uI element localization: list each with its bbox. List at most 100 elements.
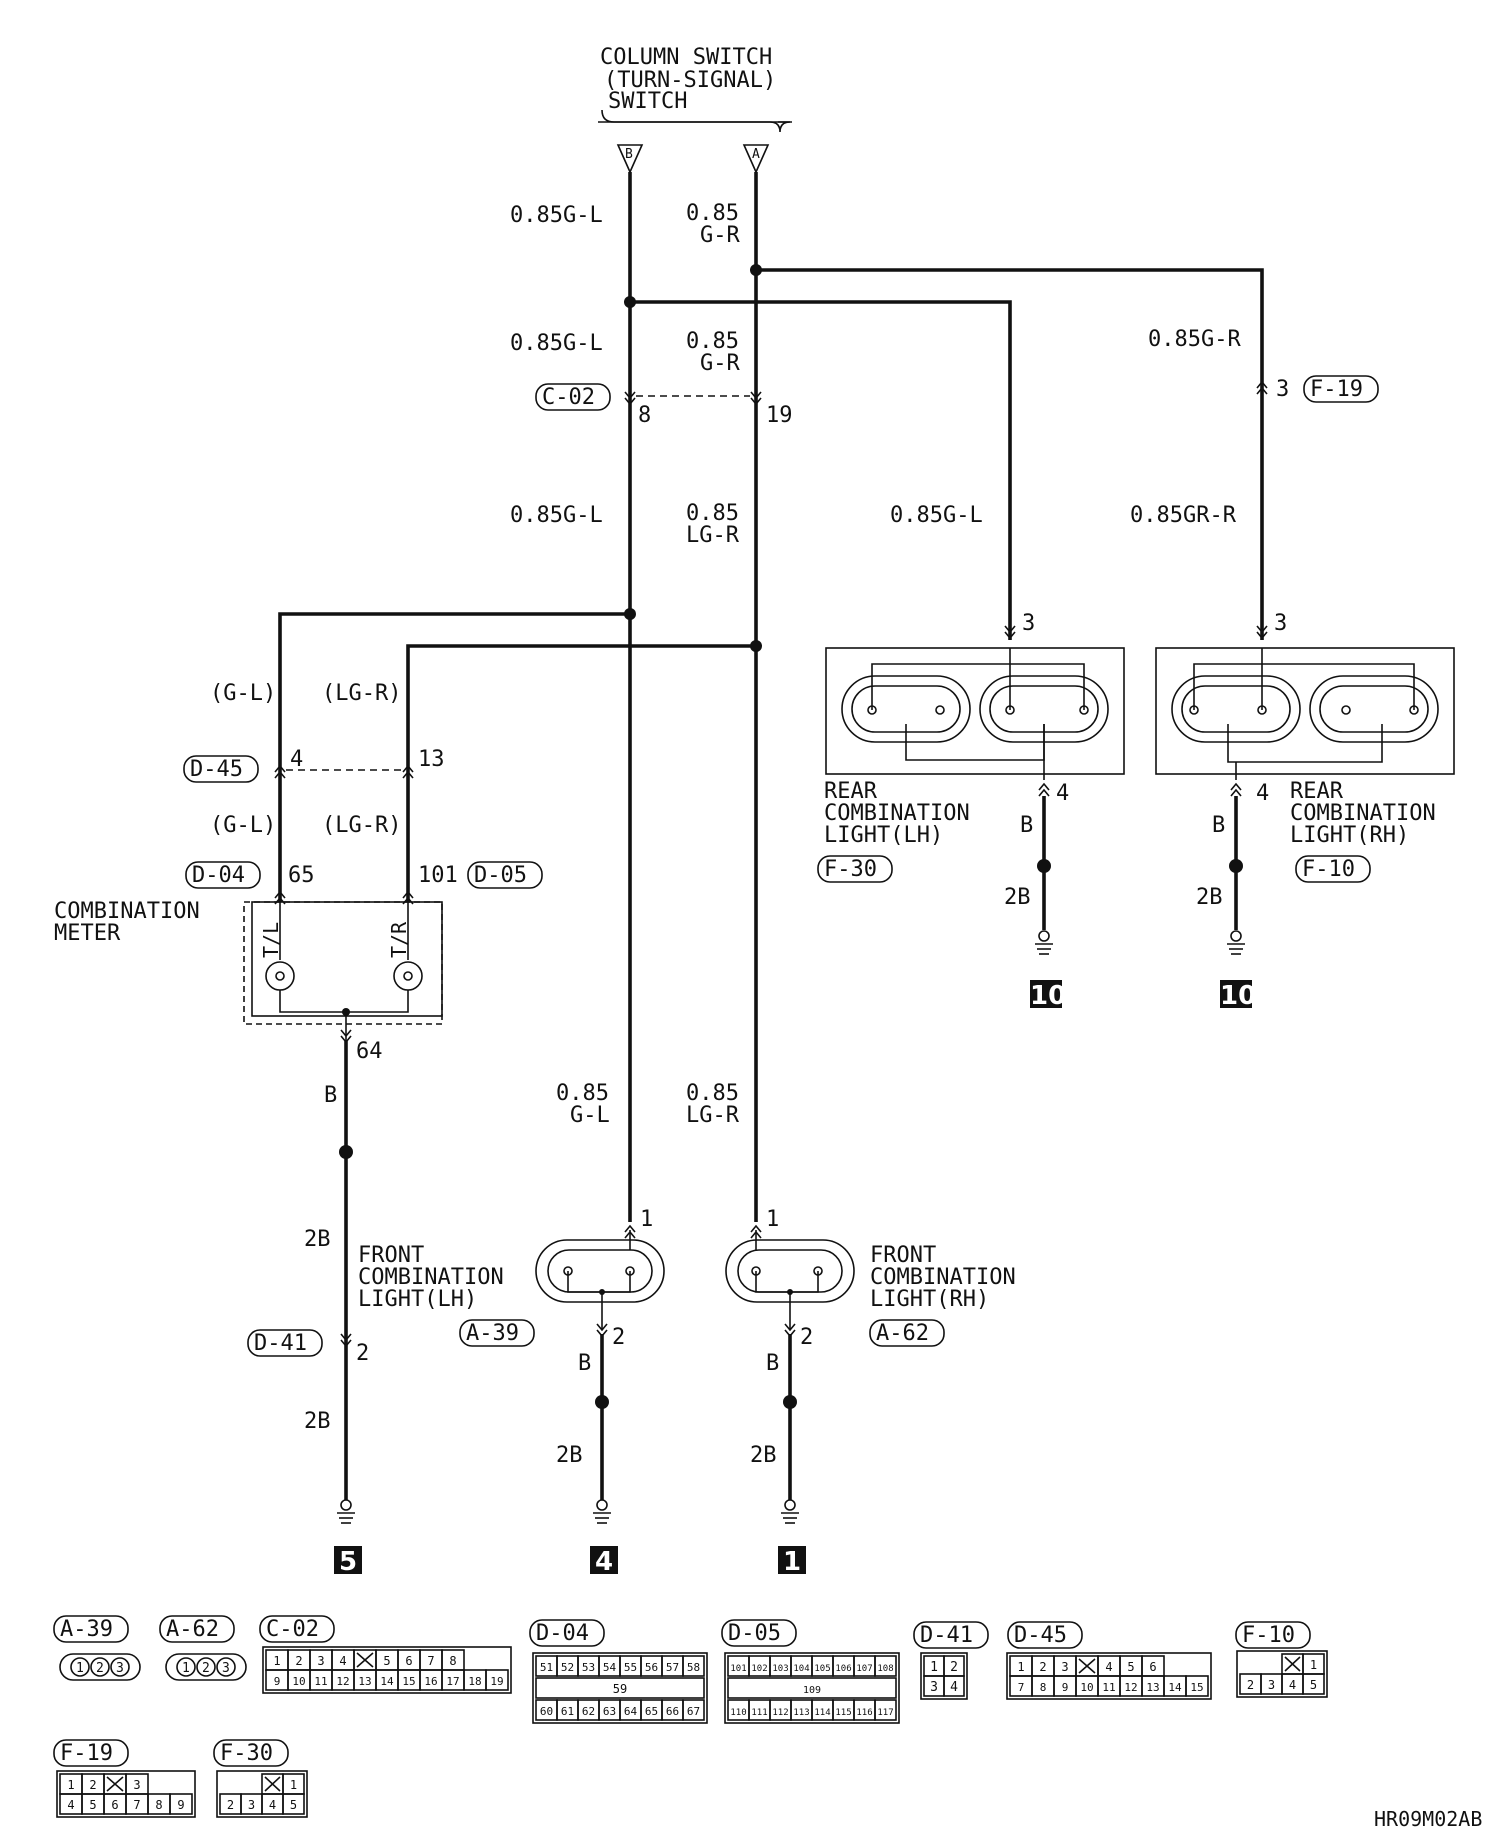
pin-cell [282, 1793, 305, 1815]
svg-text:0.85: 0.85 [686, 1081, 739, 1106]
pin-number: 56 [645, 1661, 658, 1674]
wire-labels: 0.85G-L 0.85 G-R 0.85G-L 0.85 G-R 0.85G-… [210, 201, 1241, 1128]
pin-number: 52 [561, 1661, 574, 1674]
svg-text:G-L: G-L [570, 1103, 610, 1128]
key-mark [1078, 1658, 1096, 1674]
pin-number: 1 [1310, 1658, 1317, 1672]
switch-pin-b [616, 144, 644, 174]
pin-cell [943, 1675, 965, 1697]
connector-outline [1006, 1652, 1212, 1700]
svg-text:REAR: REAR [1290, 779, 1344, 804]
svg-text:2B: 2B [750, 1443, 777, 1468]
key-mark [106, 1776, 124, 1792]
pin-number: 101 [730, 1664, 746, 1674]
svg-text:(G-L): (G-L) [210, 681, 276, 706]
pin-number: 19 [490, 1675, 503, 1688]
pin-number: 109 [803, 1685, 821, 1696]
column-switch-title: COLUMN SWITCH [600, 45, 772, 70]
key-mark [1284, 1656, 1301, 1672]
svg-text:3: 3 [1274, 611, 1287, 636]
pin-number: 63 [603, 1705, 616, 1718]
key-mark [356, 1652, 374, 1668]
svg-text:2: 2 [612, 1325, 625, 1350]
svg-text:FRONT: FRONT [358, 1243, 424, 1268]
svg-text:COMBINATION: COMBINATION [54, 899, 200, 924]
svg-text:2B: 2B [304, 1409, 331, 1434]
svg-text:COMBINATION: COMBINATION [358, 1265, 504, 1290]
pin-number: 10 [292, 1675, 305, 1688]
svg-text:B: B [324, 1083, 337, 1108]
pin-number: 5 [290, 1798, 297, 1812]
pin-number: 59 [613, 1682, 627, 1696]
pin-number: 110 [730, 1708, 746, 1718]
svg-text:101: 101 [418, 863, 458, 888]
pin-number: 5 [1310, 1678, 1317, 1692]
ground-5 [334, 1546, 362, 1574]
svg-text:2: 2 [96, 1661, 104, 1676]
pin-number: 2 [227, 1798, 234, 1812]
svg-text:LIGHT(LH): LIGHT(LH) [358, 1287, 477, 1312]
pin-number: 15 [402, 1675, 415, 1688]
svg-text:0.85: 0.85 [556, 1081, 609, 1106]
label-gl-mid: 0.85G-L [510, 331, 603, 356]
svg-text:10: 10 [1030, 981, 1066, 1011]
pin-number: 6 [1149, 1660, 1156, 1674]
pin-number: 54 [603, 1661, 617, 1674]
pin-number: 3 [133, 1778, 140, 1792]
legend-f30: F-30 [220, 1741, 273, 1766]
pin-number: 8 [1040, 1681, 1047, 1694]
label-gr-right: 0.85G-R [1148, 327, 1241, 352]
legend-d41: D-41 [920, 1623, 973, 1648]
legend-f19: F-19 [60, 1741, 113, 1766]
pin-number: 55 [624, 1661, 637, 1674]
svg-text:A: A [752, 147, 760, 162]
pin-number: 4 [269, 1798, 276, 1812]
ground-10-lh [1030, 980, 1062, 1008]
pin-number: 1 [67, 1778, 74, 1792]
rear-light-rh: 3 4 B 2B 10 REAR COMBINATION LIGHT(RH) F… [1155, 611, 1455, 1011]
svg-text:2: 2 [202, 1661, 210, 1676]
pin-number: 13 [358, 1675, 371, 1688]
tl-bulb-icon [265, 961, 295, 991]
pin-number: 1 [930, 1660, 938, 1675]
svg-text:2: 2 [356, 1341, 369, 1366]
pin-number: 117 [877, 1708, 893, 1718]
legend-a62: A-62 [166, 1617, 219, 1642]
pin-number: 104 [793, 1664, 809, 1674]
pin-number: 108 [877, 1664, 893, 1674]
pin-number: 107 [856, 1664, 872, 1674]
label-gr-rear: 0.85GR-R [1130, 503, 1237, 528]
legend-d05: D-05 [728, 1621, 781, 1646]
combination-meter: COMBINATION METER T/L T/R [54, 899, 443, 1040]
pin-number: 12 [1124, 1681, 1137, 1694]
column-switch-sub: (TURN-SIGNAL) [604, 68, 776, 93]
svg-text:FRONT: FRONT [870, 1243, 936, 1268]
connector-a62: A-62 [876, 1321, 929, 1346]
svg-text:1: 1 [783, 1547, 801, 1577]
pin-number: 105 [814, 1664, 830, 1674]
svg-text:10: 10 [1220, 981, 1256, 1011]
pin-number: 102 [751, 1664, 767, 1674]
pin-number: 3 [248, 1798, 255, 1812]
pin-number: 106 [835, 1664, 851, 1674]
pin-number: 1 [273, 1654, 280, 1668]
svg-text:4: 4 [595, 1547, 613, 1577]
svg-text:B: B [625, 147, 633, 162]
ground-4 [590, 1546, 618, 1574]
pin-number: 2 [1039, 1660, 1046, 1674]
pin-number: 3 [317, 1654, 324, 1668]
connector-outline [56, 1770, 196, 1818]
pin-number: 4 [339, 1654, 346, 1668]
svg-text:0.85: 0.85 [686, 329, 739, 354]
connector-d41: D-41 [254, 1331, 307, 1356]
pin-cell [1302, 1673, 1325, 1695]
pin-number: 4 [950, 1680, 958, 1695]
svg-text:(LG-R): (LG-R) [322, 813, 401, 838]
pin-number: 111 [751, 1708, 767, 1718]
connector-d05: D-05 [474, 863, 527, 888]
column-switch: COLUMN SWITCH (TURN-SIGNAL) SWITCH B A [598, 45, 792, 174]
pin-number: 1 [290, 1778, 297, 1792]
pin-number: 4 [1289, 1678, 1296, 1692]
